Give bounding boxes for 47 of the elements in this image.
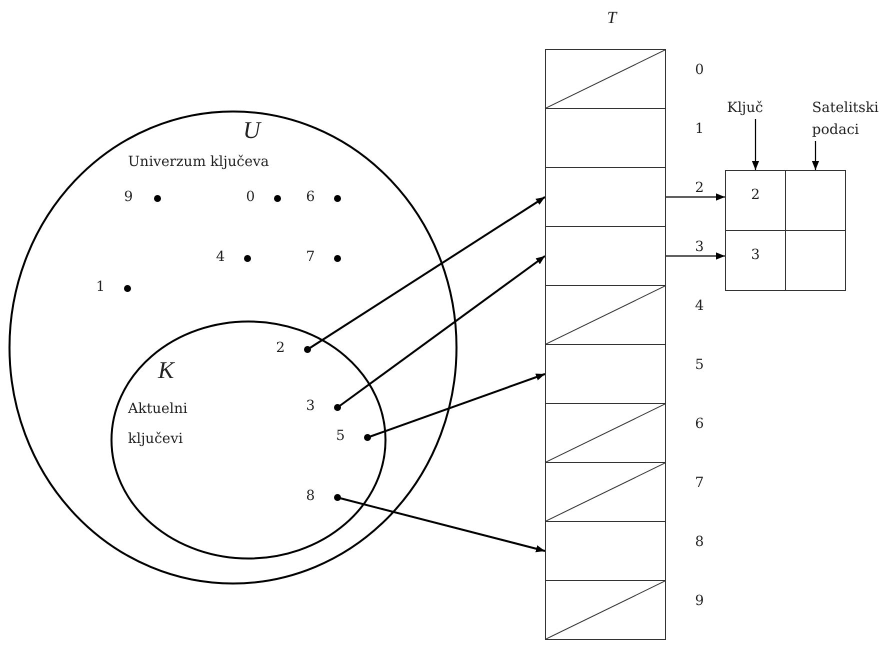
slot-index: 2 (695, 179, 704, 197)
key-number: 1 (96, 278, 105, 296)
key-number: 5 (336, 427, 345, 445)
slot-index: 9 (695, 592, 704, 610)
arrow (812, 141, 820, 170)
empty-slot (545, 49, 666, 109)
key-cell: 2 (725, 170, 786, 231)
arrow (666, 193, 725, 201)
slot-index: 5 (695, 356, 704, 374)
empty-slot (545, 285, 666, 345)
empty-slot (545, 462, 666, 522)
column-label: Satelitski podaci (812, 97, 886, 139)
table-slot (545, 344, 666, 404)
key-number: 2 (276, 339, 285, 357)
table-slot (545, 521, 666, 581)
key-number: 6 (306, 188, 315, 206)
empty-slot (545, 403, 666, 463)
set-ellipse (8, 110, 458, 585)
slot-index: 1 (695, 120, 704, 138)
set-ellipse (110, 320, 387, 560)
slot-index: 0 (695, 61, 704, 79)
set-caption: Aktuelni ključevi (128, 400, 188, 449)
table-slot (545, 167, 666, 227)
table-slot (545, 226, 666, 286)
data-cell (785, 230, 846, 291)
key-number: 0 (246, 188, 255, 206)
table-slot (545, 108, 666, 168)
key-number: 7 (306, 248, 315, 266)
arrow (752, 119, 760, 170)
table-name: T (607, 8, 616, 28)
set-symbol: U (243, 118, 260, 145)
set-caption: Univerzum ključeva (128, 153, 269, 171)
set-symbol: K (158, 358, 174, 385)
slot-index: 4 (695, 297, 704, 315)
key-cell: 3 (725, 230, 786, 291)
slot-index: 6 (695, 415, 704, 433)
slot-index: 3 (695, 238, 704, 256)
empty-slot (545, 580, 666, 640)
key-number: 3 (306, 397, 315, 415)
key-number: 9 (124, 188, 133, 206)
slot-index: 8 (695, 533, 704, 551)
slot-index: 7 (695, 474, 704, 492)
data-cell (785, 170, 846, 231)
key-number: 8 (306, 487, 315, 505)
column-label: Ključ (727, 97, 777, 117)
arrow (666, 252, 725, 260)
key-number: 4 (216, 248, 225, 266)
